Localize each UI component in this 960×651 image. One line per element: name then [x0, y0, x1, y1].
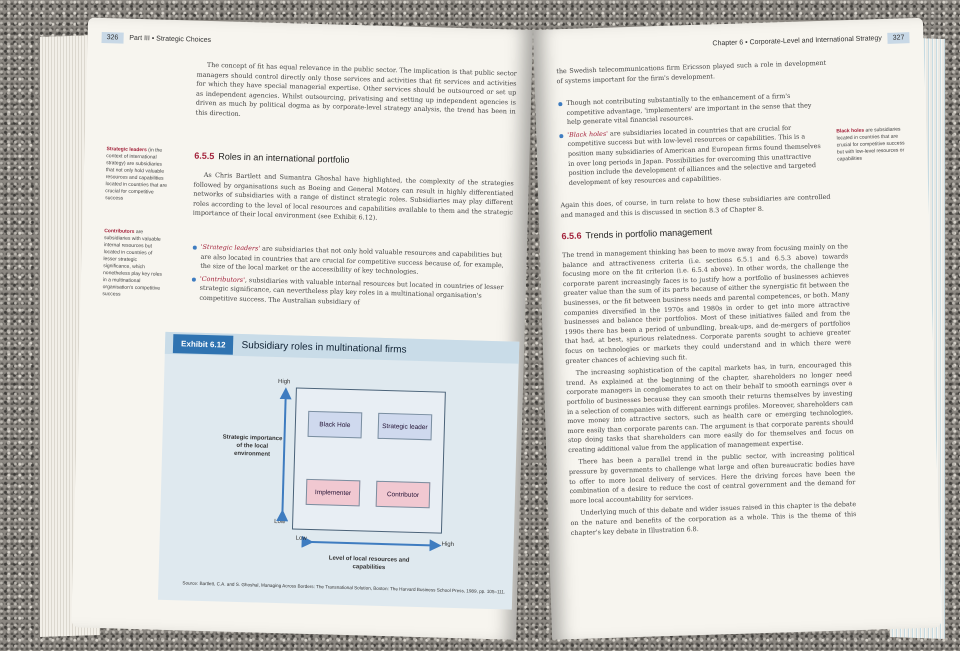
exhibit-6-12: Exhibit 6.12 Subsidiary roles in multina…	[157, 331, 520, 610]
bullet-black-holes: 'Black holes' are subsidiaries located i…	[558, 123, 830, 189]
right-bullet-list: Though not contributing substantially to…	[557, 91, 830, 192]
margin-note-contributors: Contributors are subsidiaries with valua…	[102, 228, 163, 298]
x-axis-label: Level of local resources and capabilitie…	[328, 555, 410, 572]
trends-paragraph-1: The trend in management thinking has bee…	[561, 242, 852, 365]
margin-note-strategic-leaders: Strategic leaders (in the context of int…	[105, 146, 168, 202]
trends-paragraph-2: The increasing sophistication of the cap…	[565, 360, 854, 454]
trends-paragraph-4: Underlying much of this debate and wider…	[570, 500, 857, 537]
left-page: 326 Part III • Strategic Choices The con…	[71, 17, 533, 640]
cell-black-hole: Black Hole	[307, 410, 363, 439]
right-page: Chapter 6 • Corporate-Level and Internat…	[533, 17, 942, 640]
bullet-contributors: 'Contributors', subsidiaries with valuab…	[190, 274, 511, 312]
margin-note-black-holes: Black holes are subsidiaries located in …	[836, 126, 905, 163]
x-axis-high: High	[441, 541, 455, 548]
left-page-number: 326	[101, 31, 124, 44]
portfolio-matrix: Black Hole Strategic leader Implementer …	[291, 387, 446, 534]
right-running-head: Chapter 6 • Corporate-Level and Internat…	[712, 32, 910, 48]
trends-body: The trend in management thinking has bee…	[562, 242, 857, 541]
intro-paragraph: The concept of fit has equal relevance i…	[195, 60, 517, 118]
bullet-strategic-leaders: 'Strategic leaders' are subsidiaries tha…	[191, 243, 512, 281]
x-axis-low: Low	[295, 535, 307, 542]
trends-paragraph-3: There has been a parallel trend in the p…	[568, 449, 856, 505]
part-title: Part III • Strategic Choices	[129, 34, 212, 45]
left-running-head: 326 Part III • Strategic Choices	[101, 31, 212, 45]
bullet-implementers: Though not contributing substantially to…	[557, 91, 828, 128]
chapter-title: Chapter 6 • Corporate-Level and Internat…	[712, 35, 882, 48]
right-continuation: the Swedish telecommunications firm Eric…	[556, 58, 827, 85]
cell-strategic-leader: Strategic leader	[377, 412, 433, 441]
section-paragraph: As Chris Bartlett and Sumantra Ghoshal h…	[192, 170, 514, 223]
open-book: 326 Part III • Strategic Choices The con…	[40, 17, 945, 643]
after-bullets-paragraph: Again this does, of course, in turn rela…	[560, 192, 831, 219]
cell-implementer: Implementer	[305, 478, 361, 507]
axis-arrows	[276, 387, 442, 552]
cell-contributor: Contributor	[375, 480, 431, 509]
left-bullet-list: 'Strategic leaders' are subsidiaries tha…	[190, 243, 512, 315]
right-page-number: 327	[887, 32, 910, 44]
